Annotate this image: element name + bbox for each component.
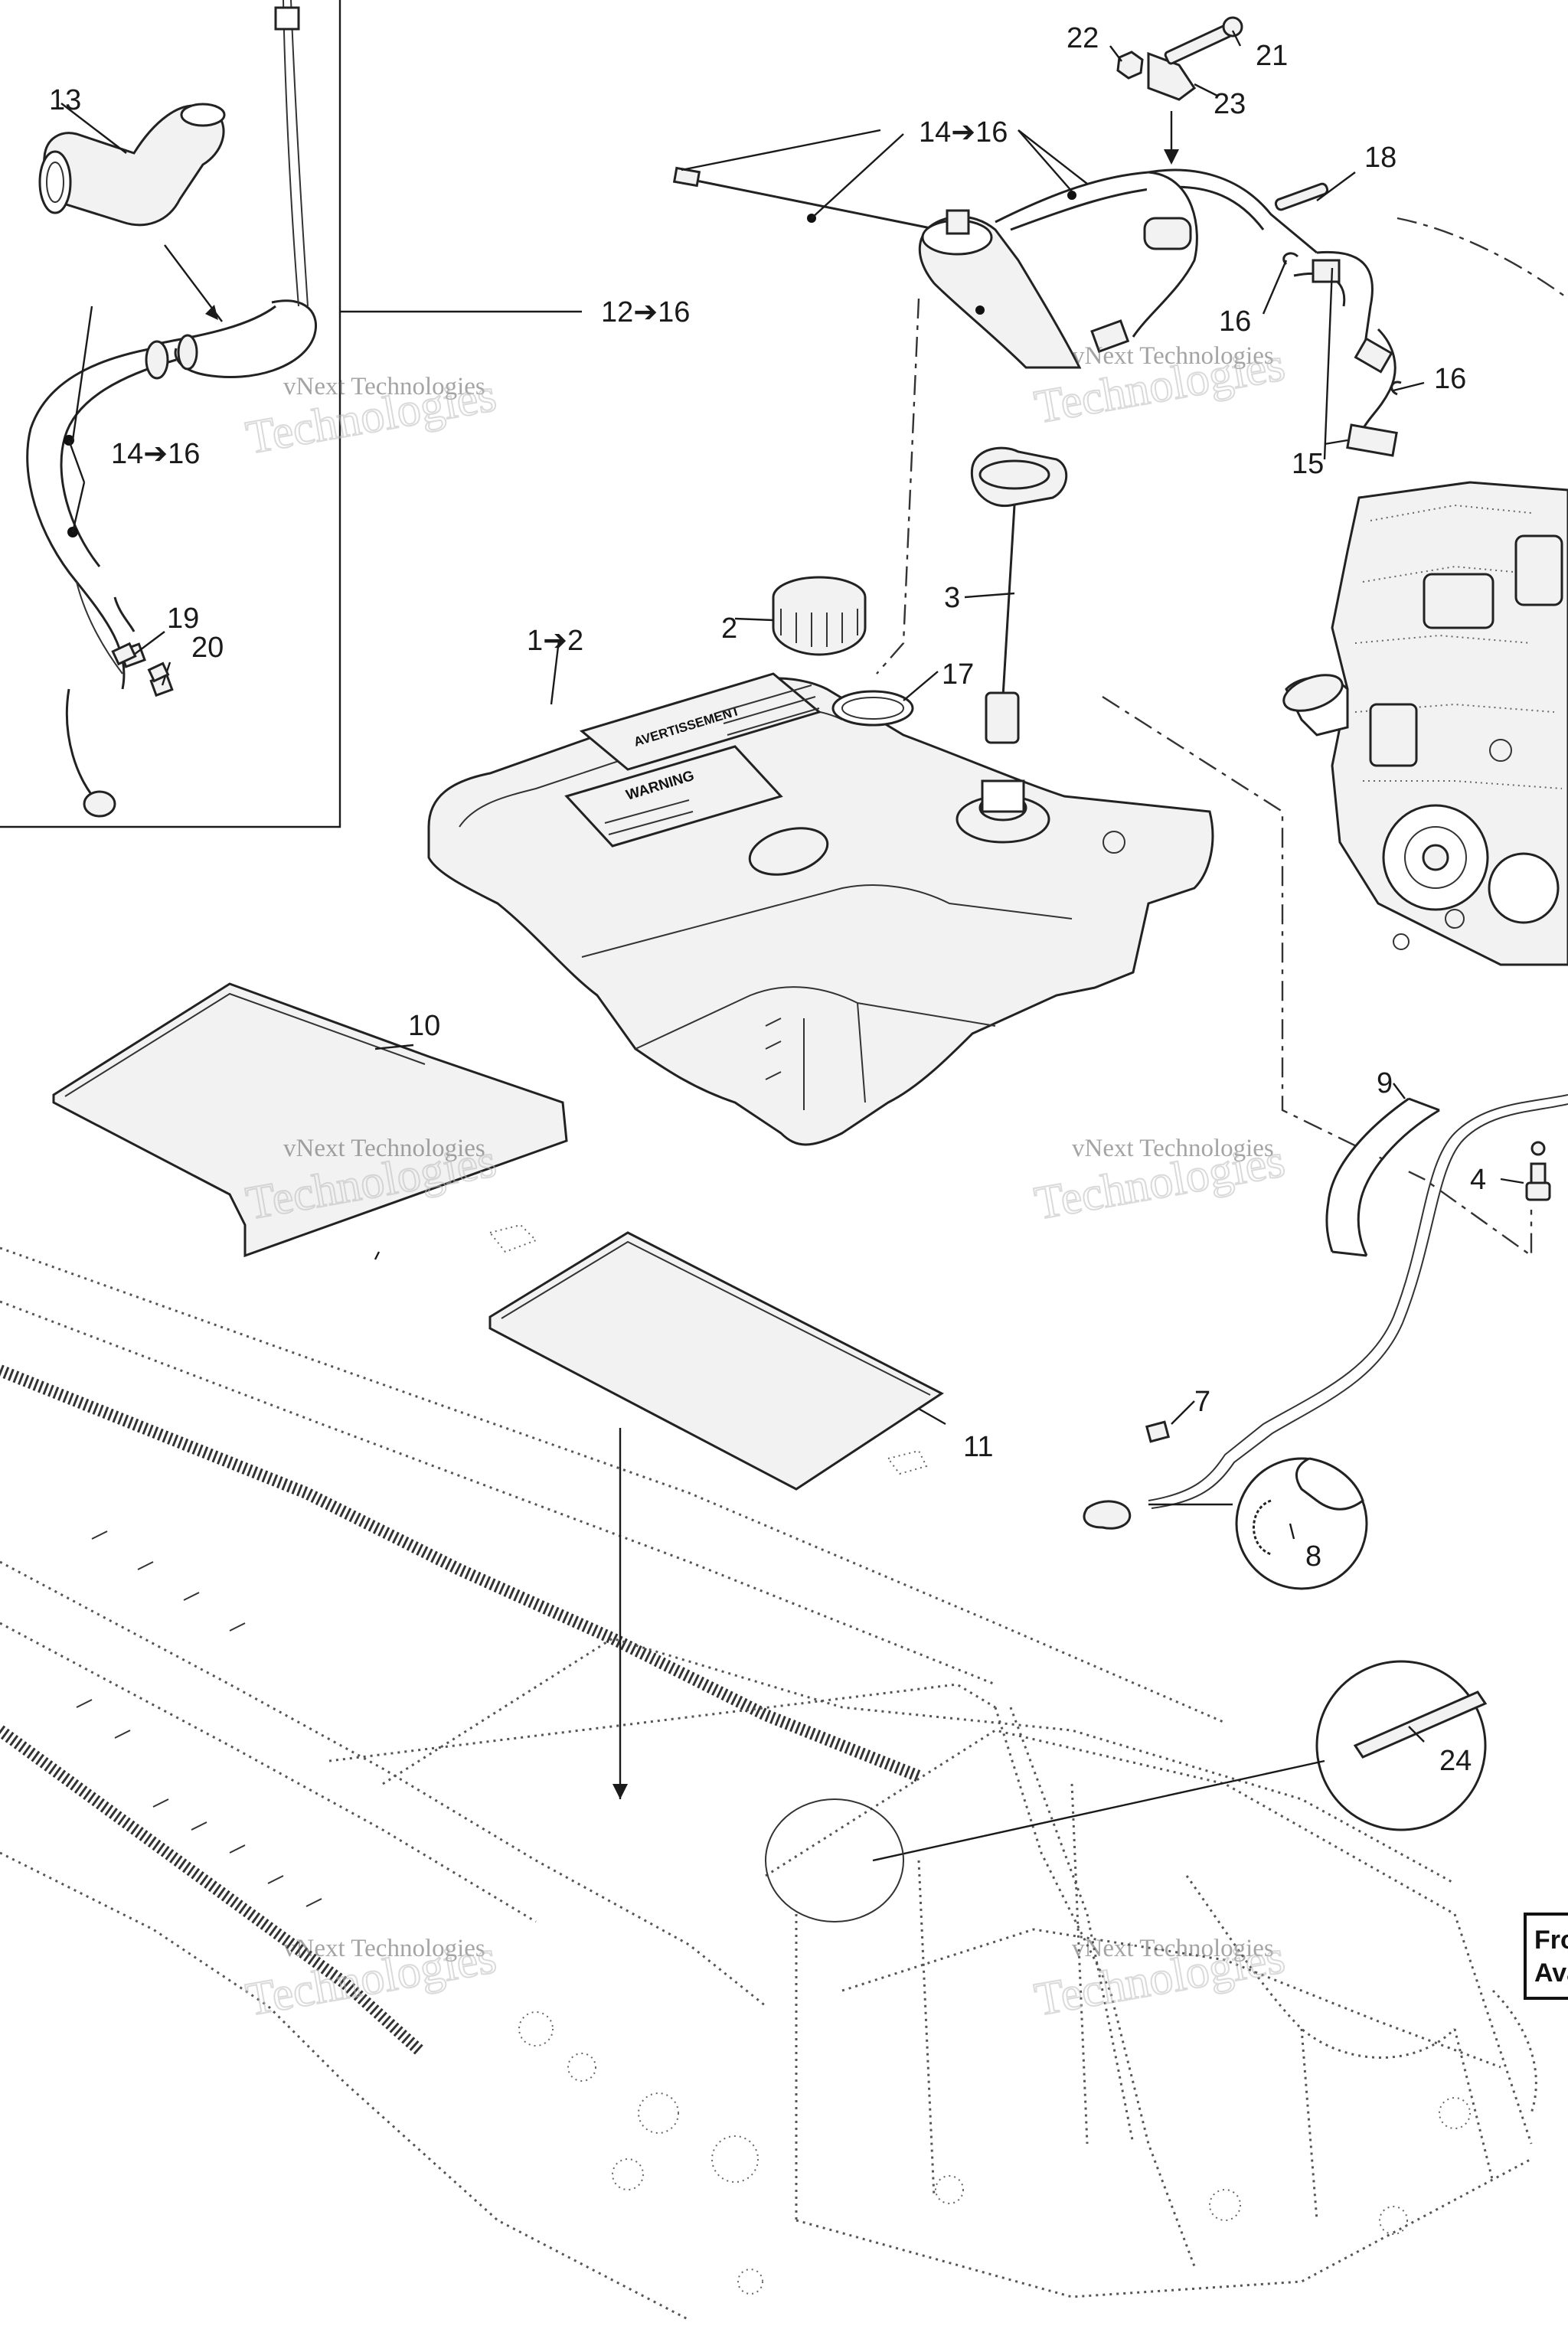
- watermarks: vNext Technologies Technologies vNext Te…: [242, 338, 1289, 2027]
- detail-circle-24: [765, 1660, 1488, 1922]
- callout-20: 20: [191, 632, 224, 664]
- callout-16-a: 16: [1219, 305, 1251, 338]
- leader-lines: [60, 30, 1524, 1743]
- part-10-mat: [52, 982, 568, 1258]
- vehicle-frame: [0, 1246, 1537, 2321]
- watermark-text: vNext Technologies: [1072, 342, 1274, 370]
- callout-8: 8: [1305, 1540, 1321, 1573]
- warning-decal-fr: AVERTISSEMENT: [579, 672, 822, 771]
- inset-fuel-hose-assembly: [26, 0, 318, 818]
- callout-16-b: 16: [1434, 363, 1466, 395]
- callout-4: 4: [1470, 1164, 1486, 1196]
- watermark-text: vNext Technologies: [283, 1935, 485, 1962]
- engine-assembly: [1282, 481, 1568, 966]
- callout-9: 9: [1377, 1067, 1393, 1099]
- callout-14-16-top: 14➔16: [919, 116, 1008, 149]
- inset-panel: [0, 0, 582, 828]
- callout-18: 18: [1364, 142, 1396, 174]
- part-3-fuel-gauge-cap: [970, 446, 1068, 744]
- detail-circle-8: [1148, 1457, 1368, 1590]
- part-7-clip: [1145, 1420, 1171, 1443]
- part-4-fitting: [1525, 1141, 1551, 1201]
- watermark-text: vNext Technologies: [283, 1135, 485, 1162]
- top-fuel-line-assembly: [672, 166, 1402, 457]
- callout-14-16-inset: 14➔16: [111, 438, 200, 470]
- part-21-23-bracket-bolt: [1116, 16, 1243, 101]
- callout-23: 23: [1214, 88, 1246, 120]
- callout-11: 11: [963, 1431, 993, 1463]
- callout-24: 24: [1439, 1745, 1472, 1777]
- part-17-gasket: [831, 690, 914, 727]
- part-11-mat: [488, 1231, 944, 1491]
- corner-label-line1: Fro: [1534, 1926, 1568, 1955]
- callout-19: 19: [167, 603, 199, 635]
- hose-end-detail: [1083, 1500, 1132, 1530]
- part-13-filler-elbow: [38, 103, 226, 227]
- callout-2: 2: [721, 612, 737, 645]
- part-2-fuel-cap: [772, 576, 867, 656]
- callout-13: 13: [49, 84, 81, 116]
- watermark-text: vNext Technologies: [1072, 1135, 1274, 1162]
- fuel-tank-part-1: AVERTISSEMENT WARNING: [427, 672, 1214, 1146]
- callout-22: 22: [1067, 22, 1099, 54]
- callout-1-2: 1➔2: [527, 625, 583, 657]
- watermark-text: vNext Technologies: [1072, 1935, 1274, 1962]
- callout-7: 7: [1194, 1386, 1210, 1418]
- callout-15: 15: [1292, 448, 1324, 480]
- callout-10: 10: [408, 1010, 440, 1042]
- callout-17: 17: [942, 658, 974, 691]
- watermark-text: vNext Technologies: [283, 373, 485, 400]
- front-direction-label: Fro Ava: [1524, 1913, 1568, 2000]
- warning-decal-en: WARNING: [564, 745, 783, 848]
- callout-21: 21: [1256, 40, 1288, 72]
- corner-label-line2: Ava: [1534, 1958, 1568, 1988]
- callout-3: 3: [944, 582, 960, 614]
- part-9-breather-hose: [1148, 1094, 1568, 1509]
- callout-12-16: 12➔16: [601, 296, 690, 328]
- callout-labels: 13 14➔16 14➔16 12➔16 19 20 22 21 23 18 1…: [49, 22, 1486, 1777]
